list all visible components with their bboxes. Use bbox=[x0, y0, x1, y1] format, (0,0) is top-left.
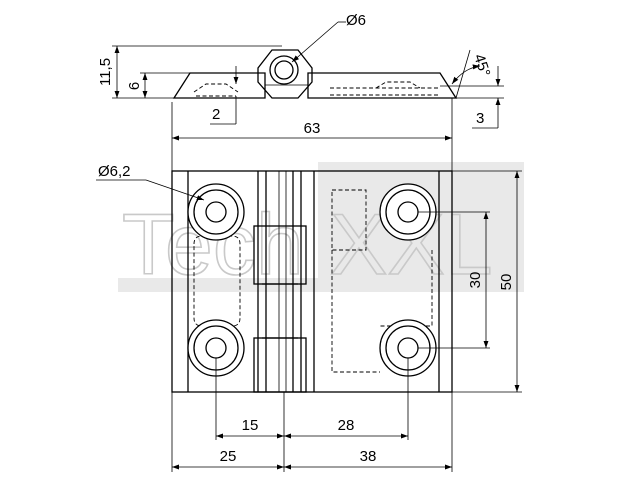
dim-left-leaf-width: 25 bbox=[220, 448, 237, 465]
dim-right-hole-offset: 28 bbox=[338, 417, 355, 434]
dim-right-leaf-width: 38 bbox=[360, 448, 377, 465]
dim-height-leaf: 6 bbox=[126, 82, 143, 90]
hole-bottom-left bbox=[187, 319, 245, 377]
dim-hole-spacing-vertical: 30 bbox=[467, 272, 484, 289]
watermark: Tech XXL bbox=[118, 162, 524, 294]
dim-left-hole-offset: 15 bbox=[242, 417, 259, 434]
dim-height-total: 11,5 bbox=[97, 58, 114, 86]
dim-front-hole-dia: Ø6,2 bbox=[98, 163, 131, 180]
pin-hole-inner bbox=[274, 60, 294, 80]
pin-hole-outer bbox=[269, 55, 299, 85]
side-view bbox=[172, 49, 458, 99]
hole-top-left bbox=[187, 183, 245, 241]
dim-bevel-angle: 45° bbox=[470, 52, 493, 79]
dim-overall-height: 50 bbox=[498, 274, 515, 291]
dim-edge-thickness: 3 bbox=[476, 110, 484, 127]
dim-overall-width: 63 bbox=[304, 120, 321, 137]
dim-recess-depth: 2 bbox=[212, 106, 220, 123]
dim-side-hole-dia: Ø6 bbox=[346, 12, 366, 29]
dimensions: 11,5 6 2 Ø6 45° 3 63 Ø6,2 30 bbox=[96, 12, 522, 472]
